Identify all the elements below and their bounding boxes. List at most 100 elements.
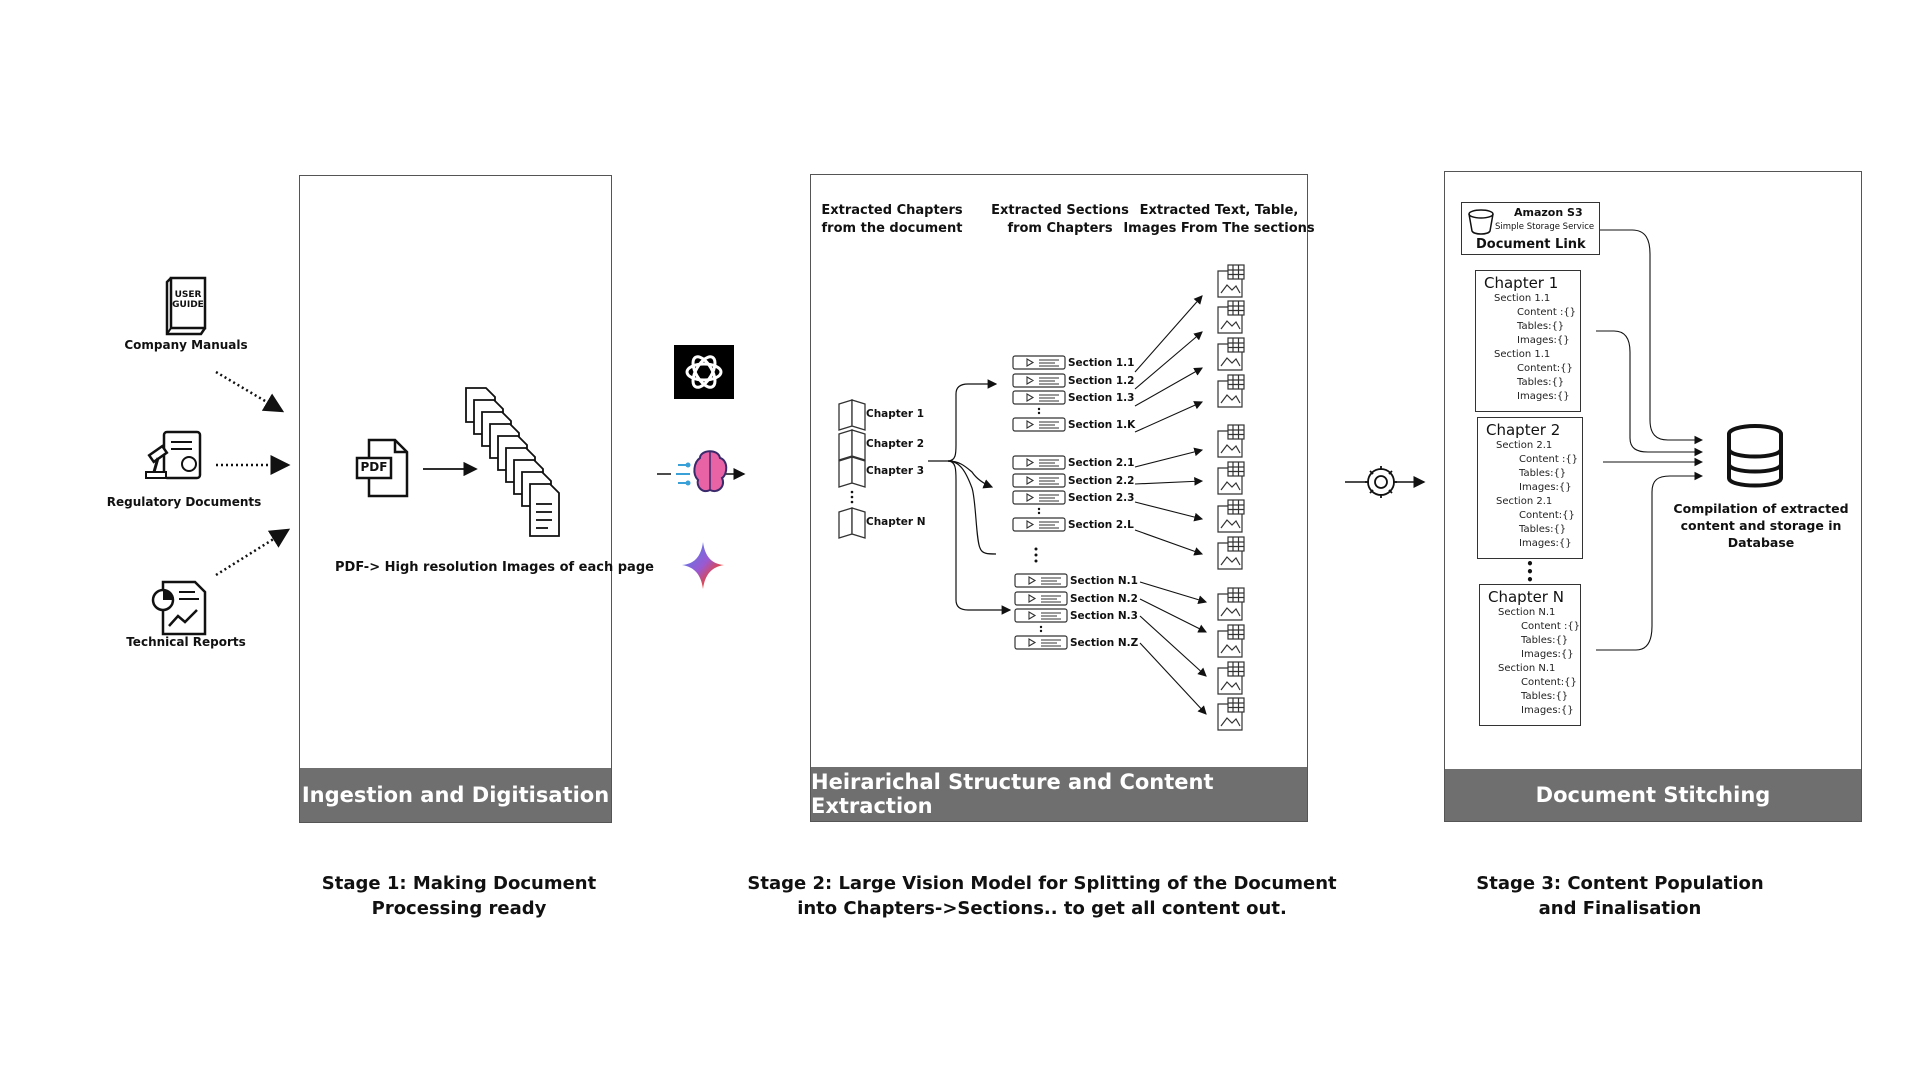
section-line: Section 1.1: [1494, 349, 1551, 360]
page-images-stack-icon: [465, 387, 560, 537]
section-label: Section 2.3: [1068, 492, 1135, 504]
stage1-caption: PDF-> High resolution Images of each pag…: [335, 560, 654, 575]
regulatory-documents-icon: [144, 428, 206, 484]
stage2-banner: Heirarichal Structure and Content Extrac…: [811, 767, 1307, 821]
stage2-title-line2: into Chapters->Sections.. to get all con…: [797, 898, 1287, 919]
s3-bucket-icon: [1468, 209, 1494, 235]
col2-line1: Extracted Sections: [991, 203, 1129, 218]
section-line: Section 2.1: [1496, 496, 1553, 507]
col3-line2: Images From The sections: [1123, 221, 1315, 236]
regulatory-documents-label: Regulatory Documents: [106, 495, 262, 509]
chapter-1-box: Chapter 1 Section 1.1 Content :{} Tables…: [1475, 270, 1581, 412]
content-line: Content :{}: [1517, 307, 1577, 318]
db-caption-line2: content and storage in: [1680, 518, 1842, 533]
col1-line1: Extracted Chapters: [821, 203, 963, 218]
tables-line: Tables:{}: [1521, 635, 1569, 646]
stage3-title-line1: Stage 3: Content Population: [1476, 873, 1764, 894]
chapter-n-box: Chapter N Section N.1 Content :{} Tables…: [1479, 584, 1581, 726]
chapter-ellipsis: •••: [1526, 557, 1534, 587]
section-label: Section 1.3: [1068, 392, 1135, 404]
section-label: Section 2.L: [1068, 519, 1134, 531]
tables-line: Tables:{}: [1519, 524, 1567, 535]
pdf-file-icon: PDF: [355, 438, 411, 498]
section-label: Section N.2: [1070, 593, 1138, 605]
stage1-banner: Ingestion and Digitisation: [300, 768, 611, 822]
extracted-content-icons: [1217, 264, 1245, 731]
section-label: Section 1.1: [1068, 357, 1135, 369]
stage2-col1-header: Extracted Chapters from the document: [802, 202, 982, 238]
tables-line: Tables:{}: [1517, 377, 1565, 388]
content-line: Content :{}: [1521, 621, 1581, 632]
stage3-title: Stage 3: Content Population and Finalisa…: [1476, 871, 1763, 921]
content-line: Content:{}: [1519, 510, 1575, 521]
section-label: Section 2.1: [1068, 457, 1135, 469]
pdf-badge-text: PDF: [360, 460, 388, 474]
tables-line: Tables:{}: [1519, 468, 1567, 479]
images-line: Images:{}: [1519, 538, 1572, 549]
section-label: Section 1.2: [1068, 375, 1135, 387]
gear-sync-icon: [1365, 466, 1397, 498]
chapter-title: Chapter 2: [1486, 421, 1561, 439]
stage2-col3-header: Extracted Text, Table, Images From The s…: [1119, 202, 1319, 238]
content-line: Content:{}: [1521, 677, 1577, 688]
stage1-title-line1: Stage 1: Making Document: [321, 873, 597, 894]
db-caption-line1: Compilation of extracted: [1673, 501, 1849, 516]
section-label: Section N.Z: [1070, 637, 1139, 649]
chapter-title: Chapter N: [1488, 588, 1564, 606]
chapter-label: Chapter 2: [866, 438, 925, 450]
images-line: Images:{}: [1519, 482, 1572, 493]
user-guide-text-1: USER: [174, 290, 202, 300]
content-line: Content:{}: [1517, 363, 1573, 374]
tables-line: Tables:{}: [1517, 321, 1565, 332]
stage2-col2-header: Extracted Sections from Chapters: [970, 202, 1150, 238]
images-line: Images:{}: [1521, 649, 1574, 660]
stage2-title: Stage 2: Large Vision Model for Splittin…: [747, 871, 1336, 921]
section-line: Section N.1: [1498, 663, 1556, 674]
col1-line2: from the document: [821, 221, 963, 236]
database-caption: Compilation of extracted content and sto…: [1673, 500, 1848, 551]
images-line: Images:{}: [1521, 705, 1574, 716]
technical-reports-label: Technical Reports: [126, 635, 246, 649]
stage1-title-line2: Processing ready: [371, 898, 547, 919]
chapter-label: Chapter 1: [866, 408, 925, 420]
col2-line2: from Chapters: [1007, 221, 1113, 236]
technical-reports-icon: [151, 580, 209, 636]
stage1-title: Stage 1: Making Document Processing read…: [322, 871, 596, 921]
section-line: Section 2.1: [1496, 440, 1553, 451]
ai-brain-icon: [676, 450, 728, 492]
chapter-book-icons: [838, 399, 866, 539]
company-manuals-label: Company Manuals: [124, 338, 248, 352]
chapter-2-box: Chapter 2 Section 2.1 Content :{} Tables…: [1477, 417, 1583, 559]
openai-logo-icon: [674, 345, 734, 399]
chapter-label: Chapter N: [866, 516, 926, 528]
content-line: Content :{}: [1519, 454, 1579, 465]
database-icon: [1727, 424, 1783, 488]
chapter-title: Chapter 1: [1484, 274, 1559, 292]
s3-title: Amazon S3: [1514, 206, 1583, 219]
stage3-title-line2: and Finalisation: [1538, 898, 1702, 919]
section-label: Section 1.K: [1068, 419, 1136, 431]
user-guide-text-2: GUIDE: [172, 300, 204, 310]
s3-subtitle: Simple Storage Service: [1495, 222, 1595, 232]
tables-line: Tables:{}: [1521, 691, 1569, 702]
stage2-title-line1: Stage 2: Large Vision Model for Splittin…: [747, 873, 1337, 894]
stage3-banner: Document Stitching: [1445, 769, 1861, 821]
amazon-s3-box: Amazon S3 Simple Storage Service Documen…: [1461, 202, 1600, 255]
images-line: Images:{}: [1517, 335, 1570, 346]
section-label: Section 2.2: [1068, 475, 1135, 487]
images-line: Images:{}: [1517, 391, 1570, 402]
col3-line1: Extracted Text, Table,: [1139, 203, 1299, 218]
section-line: Section 1.1: [1494, 293, 1551, 304]
chapter-label: Chapter 3: [866, 465, 925, 477]
gemini-sparkle-icon: [682, 542, 724, 589]
section-line: Section N.1: [1498, 607, 1556, 618]
section-label: Section N.1: [1070, 575, 1138, 587]
document-link-label: Document Link: [1476, 237, 1586, 252]
